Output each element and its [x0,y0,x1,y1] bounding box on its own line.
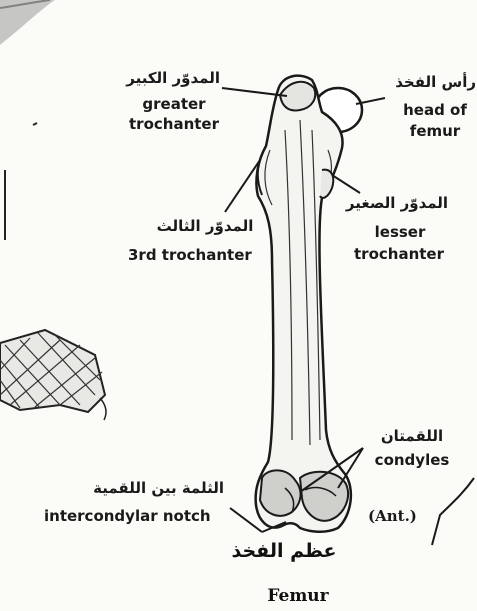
greater-trochanter-en-1: greater [128,96,220,113]
hatched-fragment [0,330,105,412]
intercondylar-notch-en: intercondylar notch [44,508,224,525]
third-trochanter-ar: المدوّر الثالث [150,218,260,235]
head-of-femur-en-2: femur [402,123,468,140]
condyles-ar: اللقمتان [374,428,450,445]
lesser-trochanter-en-2: trochanter [346,246,452,263]
femur-bone [256,76,362,532]
lesser-trochanter-en-1: lesser [360,224,440,241]
corner-smudge [0,0,55,45]
head-of-femur-ar: رأس الفخذ [388,74,476,91]
head-of-femur-en-1: head of [396,102,474,119]
intercondylar-notch-ar: الثلمة بين اللقمية [94,480,224,497]
lesser-trochanter-ar: المدوّر الصغير [342,195,452,212]
check-mark [432,478,474,545]
anterior-view-label: (Ant.) [368,508,432,525]
third-trochanter-en: 3rd trochanter [128,247,268,264]
title-ar: عظم الفخذ [228,540,340,562]
condyles-en: condyles [370,452,454,469]
greater-trochanter-ar: المدوّر الكبير [112,70,220,87]
title-en: Femur [258,586,338,606]
greater-trochanter-en-2: trochanter [118,116,230,133]
